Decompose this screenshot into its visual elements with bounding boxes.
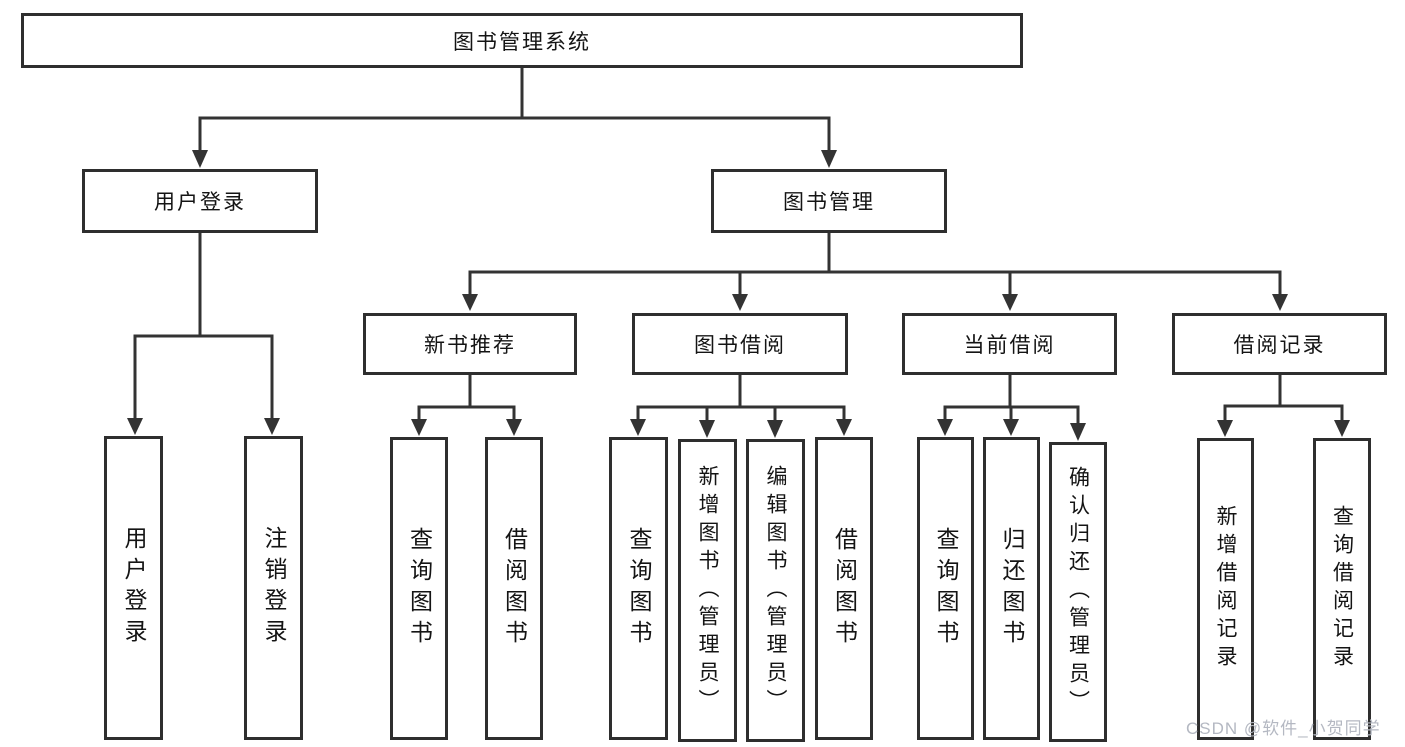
leaf-query-book: 查询图书 — [917, 437, 974, 740]
leaf-query-book: 查询图书 — [390, 437, 448, 740]
node-label: 用户登录 — [154, 191, 246, 214]
node-label: 图书管理系统 — [453, 30, 591, 54]
leaf-label: 查询图书 — [406, 526, 433, 651]
leaf-query-book: 查询图书 — [609, 437, 668, 740]
leaf-label: 新增图书（管理员） — [696, 464, 719, 717]
node-label: 图书借阅 — [694, 334, 786, 357]
node-label: 新书推荐 — [424, 334, 516, 357]
node-system-root: 图书管理系统 — [21, 13, 1023, 68]
leaf-user-login: 用户登录 — [104, 436, 163, 740]
leaf-return-book: 归还图书 — [983, 437, 1040, 740]
leaf-label: 借阅图书 — [831, 526, 858, 651]
leaf-label: 查询图书 — [626, 526, 652, 651]
leaf-label: 借阅图书 — [501, 526, 528, 651]
leaf-label: 查询借阅记录 — [1330, 505, 1354, 673]
leaf-add-book-admin: 新增图书（管理员） — [678, 439, 737, 742]
arrowheads — [127, 150, 1350, 441]
leaf-label: 用户登录 — [121, 526, 147, 650]
leaf-confirm-return-admin: 确认归还（管理员） — [1049, 442, 1107, 742]
leaf-label: 查询图书 — [933, 526, 959, 651]
node-user-login: 用户登录 — [82, 169, 318, 233]
csdn-watermark: CSDN @软件_小贺同学 — [1186, 719, 1381, 738]
node-new-book-recommend: 新书推荐 — [363, 313, 577, 375]
node-label: 图书管理 — [783, 191, 875, 214]
leaf-label: 新增借阅记录 — [1214, 505, 1237, 673]
leaf-label: 编辑图书（管理员） — [764, 464, 787, 717]
leaf-label: 确认归还（管理员） — [1066, 466, 1090, 718]
leaf-label: 注销登录 — [261, 526, 287, 650]
leaf-query-borrow-record: 查询借阅记录 — [1313, 438, 1371, 740]
node-label: 借阅记录 — [1233, 334, 1326, 357]
leaf-edit-book-admin: 编辑图书（管理员） — [746, 439, 805, 742]
node-book-management: 图书管理 — [711, 169, 947, 233]
leaf-label: 归还图书 — [999, 526, 1025, 651]
leaf-logout: 注销登录 — [244, 436, 303, 740]
leaf-borrow-book: 借阅图书 — [815, 437, 873, 740]
node-borrow-record: 借阅记录 — [1172, 313, 1387, 375]
node-current-borrow: 当前借阅 — [902, 313, 1117, 375]
leaf-borrow-book: 借阅图书 — [485, 437, 543, 740]
node-book-borrow: 图书借阅 — [632, 313, 848, 375]
node-label: 当前借阅 — [963, 334, 1056, 357]
leaf-add-borrow-record: 新增借阅记录 — [1197, 438, 1254, 740]
